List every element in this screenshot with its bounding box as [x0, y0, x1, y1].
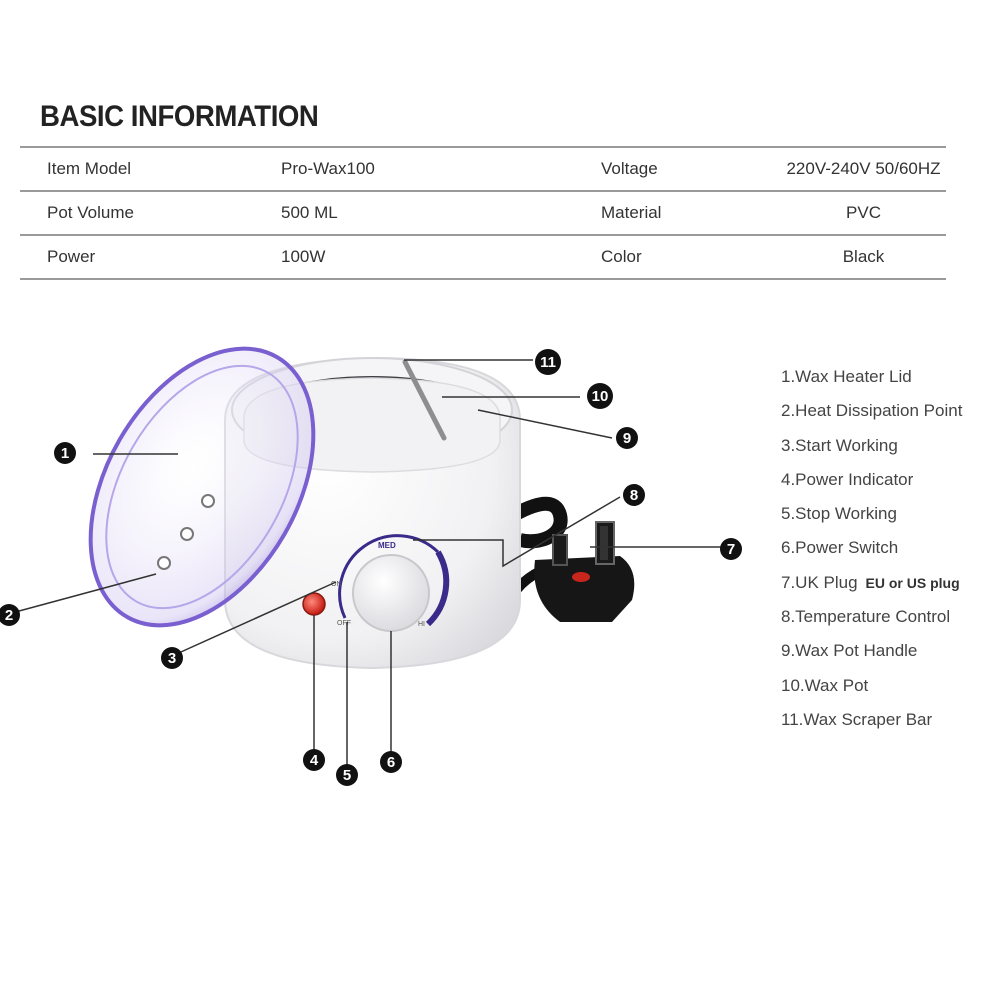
spec-value: PVC — [781, 191, 946, 236]
scraper-bar — [402, 359, 447, 441]
list-item: 11.Wax Scraper Bar — [781, 703, 962, 737]
spec-label: Color — [601, 235, 781, 280]
svg-text:6: 6 — [387, 754, 395, 771]
lid-icon — [88, 346, 316, 628]
callout-6: 6 — [380, 751, 402, 773]
dial-label-on: ON — [331, 581, 342, 588]
list-item: 8.Temperature Control — [781, 600, 962, 634]
dial-label-off: OFF — [337, 620, 351, 627]
callout-7: 7 — [720, 538, 742, 560]
list-item: 5.Stop Working — [781, 497, 962, 531]
parts-legend: 1.Wax Heater Lid 2.Heat Dissipation Poin… — [781, 360, 962, 737]
svg-text:3: 3 — [168, 650, 176, 667]
svg-text:9: 9 — [623, 430, 631, 447]
leader-lines — [7, 359, 722, 770]
svg-text:7: 7 — [727, 541, 735, 558]
table-row: Item Model Pro-Wax100 Voltage 220V-240V … — [20, 146, 946, 192]
callout-10: 10 — [587, 383, 613, 409]
power-switch-knob — [352, 554, 430, 632]
list-item: 9.Wax Pot Handle — [781, 634, 962, 668]
svg-text:1: 1 — [61, 445, 69, 462]
callout-8: 8 — [623, 484, 645, 506]
svg-text:10: 10 — [592, 388, 609, 405]
legend-text: 5.Stop Working — [781, 504, 897, 524]
svg-text:11: 11 — [540, 354, 556, 371]
spec-label: Item Model — [20, 146, 281, 192]
legend-text: 4.Power Indicator — [781, 469, 914, 489]
list-item: 1.Wax Heater Lid — [781, 360, 962, 394]
legend-text: 7.UK Plug — [781, 572, 858, 592]
callout-9: 9 — [616, 427, 638, 449]
page-title: BASIC INFORMATION — [40, 100, 319, 133]
legend-text: 8.Temperature Control — [781, 607, 951, 627]
callout-11: 11 — [535, 349, 561, 375]
spec-value: 500 ML — [281, 191, 601, 236]
list-item: 10.Wax Pot — [781, 669, 962, 703]
legend-text: 2.Heat Dissipation Point — [781, 401, 963, 421]
callout-1: 1 — [54, 442, 76, 464]
list-item: 2.Heat Dissipation Point — [781, 394, 962, 428]
spec-label: Material — [601, 191, 781, 236]
spec-value: Black — [781, 235, 946, 280]
plug-icon — [501, 496, 635, 622]
spec-value: Pro-Wax100 — [281, 146, 601, 192]
callout-3: 3 — [161, 647, 183, 669]
svg-text:8: 8 — [630, 487, 638, 504]
dial-label-hi: HI — [418, 621, 425, 628]
spec-value: 100W — [281, 235, 601, 280]
legend-text: 9.Wax Pot Handle — [781, 641, 918, 661]
table-row: Pot Volume 500 ML Material PVC — [20, 191, 946, 236]
list-item: 4.Power Indicator — [781, 463, 962, 497]
dial-label-med: MED — [378, 541, 396, 550]
callout-4: 4 — [303, 749, 325, 771]
legend-text: 6.Power Switch — [781, 538, 899, 558]
callout-5: 5 — [336, 764, 358, 786]
spec-label: Voltage — [601, 146, 781, 192]
table-row: Power 100W Color Black — [20, 235, 946, 280]
list-item: 7.UK Plug EU or US plug — [781, 566, 962, 600]
list-item: 6.Power Switch — [781, 531, 962, 565]
spec-label: Power — [20, 235, 281, 280]
legend-text: 3.Start Working — [781, 435, 898, 455]
callout-2: 2 — [0, 604, 20, 626]
legend-text: 10.Wax Pot — [781, 675, 869, 695]
legend-text: 11.Wax Scraper Bar — [781, 709, 933, 729]
spec-value: 220V-240V 50/60HZ — [781, 146, 946, 192]
spec-label: Pot Volume — [20, 191, 281, 236]
svg-text:2: 2 — [5, 607, 13, 624]
svg-text:4: 4 — [310, 752, 319, 769]
list-item: 3.Start Working — [781, 429, 962, 463]
legend-text: 1.Wax Heater Lid — [781, 367, 912, 386]
legend-note: EU or US plug — [865, 574, 960, 591]
power-indicator-icon — [302, 592, 326, 616]
spec-table: Item Model Pro-Wax100 Voltage 220V-240V … — [20, 146, 946, 280]
svg-text:5: 5 — [343, 767, 351, 784]
